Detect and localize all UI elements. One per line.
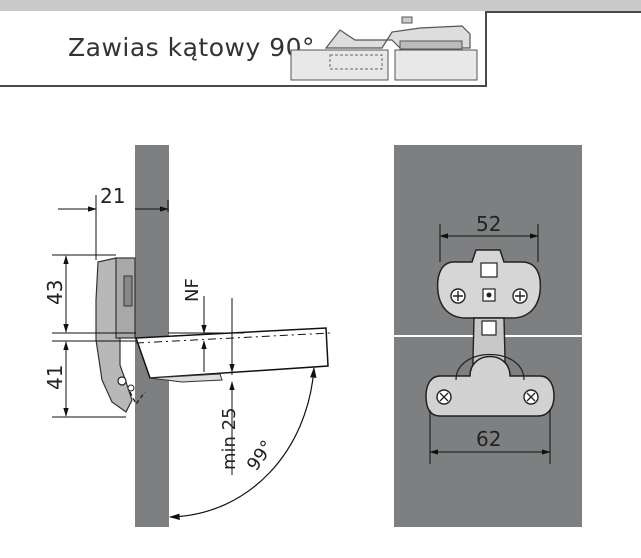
dim-52-label: 52: [476, 212, 501, 236]
dim-62-label: 62: [476, 427, 501, 451]
dim-21-label: 21: [100, 184, 125, 208]
side-view: 21 43 41 NF min 25 99°: [43, 145, 331, 527]
dim-43-label: 43: [43, 280, 67, 305]
dim-nf-label: NF: [182, 278, 203, 302]
dim-41-label: 41: [43, 365, 67, 390]
header-thumbnail: [290, 16, 478, 81]
front-view: 52 62: [394, 145, 582, 527]
header-title: Zawias kątowy 90°: [68, 33, 316, 62]
dim-min25-label: min 25: [219, 407, 240, 470]
front-hinge-cup: [425, 355, 555, 417]
